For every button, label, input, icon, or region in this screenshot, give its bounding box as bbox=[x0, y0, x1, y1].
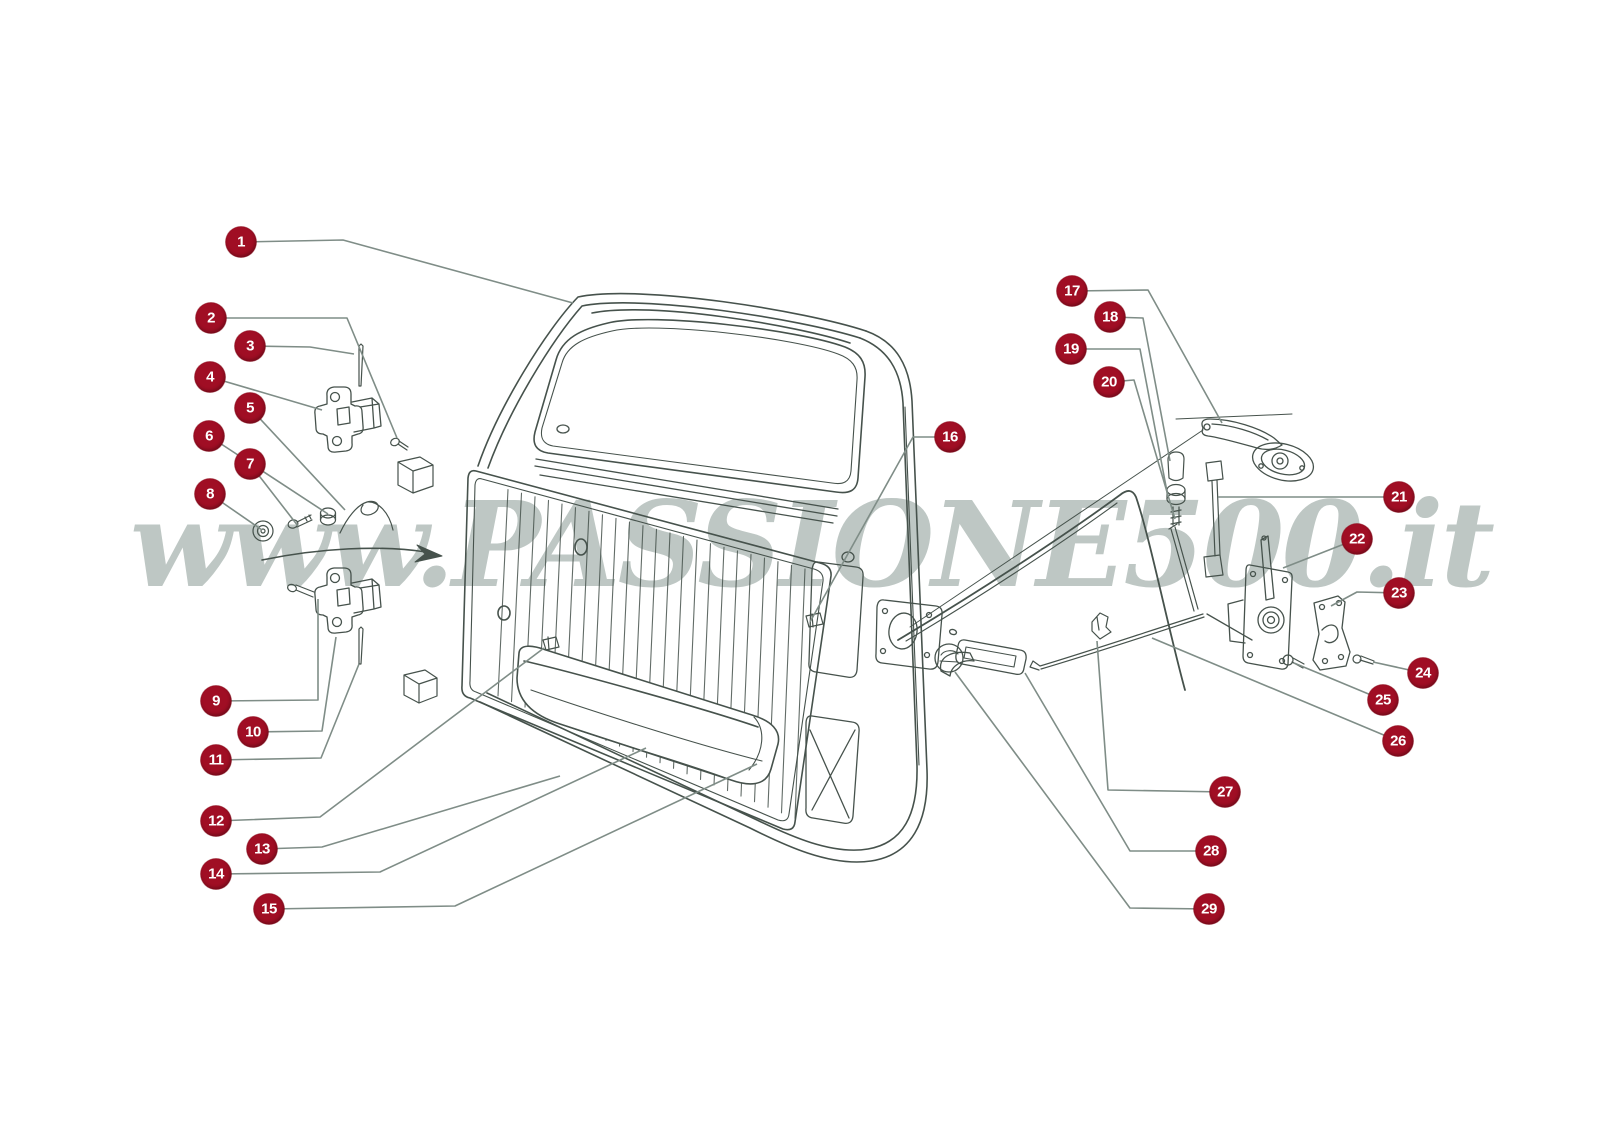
callout-badge-26[interactable]: 26 bbox=[1382, 725, 1414, 757]
panel-clips bbox=[542, 612, 824, 651]
callout-badge-13[interactable]: 13 bbox=[246, 833, 278, 865]
lock-knob-assembly bbox=[1166, 451, 1186, 526]
hatch-line bbox=[510, 492, 523, 703]
door-inner-cutouts bbox=[805, 561, 864, 824]
callout-badge-6[interactable]: 6 bbox=[193, 420, 225, 452]
callout-badge-27[interactable]: 27 bbox=[1209, 776, 1241, 808]
callout-badge-18[interactable]: 18 bbox=[1094, 301, 1126, 333]
callout-badge-14[interactable]: 14 bbox=[200, 858, 232, 890]
callout-badge-23[interactable]: 23 bbox=[1383, 577, 1415, 609]
hinge-fasteners bbox=[287, 343, 438, 704]
link-rod bbox=[1203, 460, 1224, 578]
callout-badge-28[interactable]: 28 bbox=[1195, 835, 1227, 867]
belt-trim-strips bbox=[534, 424, 855, 563]
interior-handle bbox=[939, 628, 1027, 677]
hatch-line bbox=[794, 568, 806, 819]
exterior-door-handle bbox=[909, 413, 1315, 628]
upper-hinge bbox=[314, 386, 382, 453]
leader-line-16 bbox=[809, 436, 950, 623]
lock-screws bbox=[1282, 654, 1375, 669]
callout-badge-19[interactable]: 19 bbox=[1055, 333, 1087, 365]
leader-line-27 bbox=[1096, 640, 1226, 793]
window-glass bbox=[897, 490, 1186, 691]
callout-badge-4[interactable]: 4 bbox=[194, 361, 226, 393]
door-shell bbox=[477, 292, 928, 863]
window-regulator bbox=[1206, 535, 1293, 670]
rod-clip bbox=[1091, 612, 1112, 640]
callout-badge-9[interactable]: 9 bbox=[200, 685, 232, 717]
callout-badge-3[interactable]: 3 bbox=[234, 330, 266, 362]
leader-line-12 bbox=[215, 647, 545, 822]
armrest bbox=[516, 645, 780, 785]
leader-line-26 bbox=[1151, 637, 1399, 742]
crank-escutcheon-cap bbox=[934, 643, 964, 673]
control-rod bbox=[1029, 613, 1205, 671]
leader-line-10 bbox=[252, 636, 337, 733]
leader-line-28 bbox=[1024, 672, 1211, 852]
callout-badge-20[interactable]: 20 bbox=[1093, 366, 1125, 398]
trim-panel bbox=[461, 469, 832, 831]
leader-line-11 bbox=[215, 663, 360, 761]
leader-line-13 bbox=[261, 775, 561, 850]
callout-badge-2[interactable]: 2 bbox=[195, 302, 227, 334]
callout-badge-25[interactable]: 25 bbox=[1367, 684, 1399, 716]
leader-line-1 bbox=[240, 239, 574, 304]
window-opening bbox=[533, 318, 866, 494]
leader-line-29 bbox=[954, 671, 1210, 910]
callout-badge-12[interactable]: 12 bbox=[200, 805, 232, 837]
leader-line-17 bbox=[1071, 289, 1223, 424]
hatch-line bbox=[497, 489, 509, 697]
leader-lines bbox=[208, 239, 1424, 910]
callout-badge-16[interactable]: 16 bbox=[934, 421, 966, 453]
leader-line-4 bbox=[209, 376, 323, 411]
leader-line-2 bbox=[211, 317, 398, 439]
leader-line-15 bbox=[268, 763, 758, 910]
lock-mechanism bbox=[1312, 595, 1351, 671]
callout-badge-10[interactable]: 10 bbox=[237, 716, 269, 748]
callout-badge-21[interactable]: 21 bbox=[1383, 481, 1415, 513]
callout-badge-22[interactable]: 22 bbox=[1341, 523, 1373, 555]
mount-hardware bbox=[252, 500, 394, 542]
door-swing-arrow bbox=[261, 544, 443, 563]
leader-line-14 bbox=[215, 747, 647, 875]
callout-badge-24[interactable]: 24 bbox=[1407, 657, 1439, 689]
hatch-line bbox=[780, 564, 793, 814]
callout-badge-17[interactable]: 17 bbox=[1056, 275, 1088, 307]
callout-badge-7[interactable]: 7 bbox=[234, 448, 266, 480]
leader-line-6 bbox=[208, 435, 329, 515]
lock-mount-plate bbox=[875, 599, 943, 670]
callout-badge-5[interactable]: 5 bbox=[234, 392, 266, 424]
remote-rod bbox=[1168, 523, 1199, 612]
callout-badge-8[interactable]: 8 bbox=[194, 478, 226, 510]
leader-line-9 bbox=[215, 599, 319, 702]
callout-badge-15[interactable]: 15 bbox=[253, 893, 285, 925]
leader-line-5 bbox=[249, 407, 346, 511]
leader-line-3 bbox=[249, 345, 355, 355]
leader-line-20 bbox=[1108, 379, 1176, 520]
callout-badge-11[interactable]: 11 bbox=[200, 744, 232, 776]
callout-badge-29[interactable]: 29 bbox=[1193, 893, 1225, 925]
lower-hinge bbox=[314, 567, 382, 634]
leader-line-19 bbox=[1071, 348, 1169, 498]
callout-badge-1[interactable]: 1 bbox=[225, 226, 257, 258]
